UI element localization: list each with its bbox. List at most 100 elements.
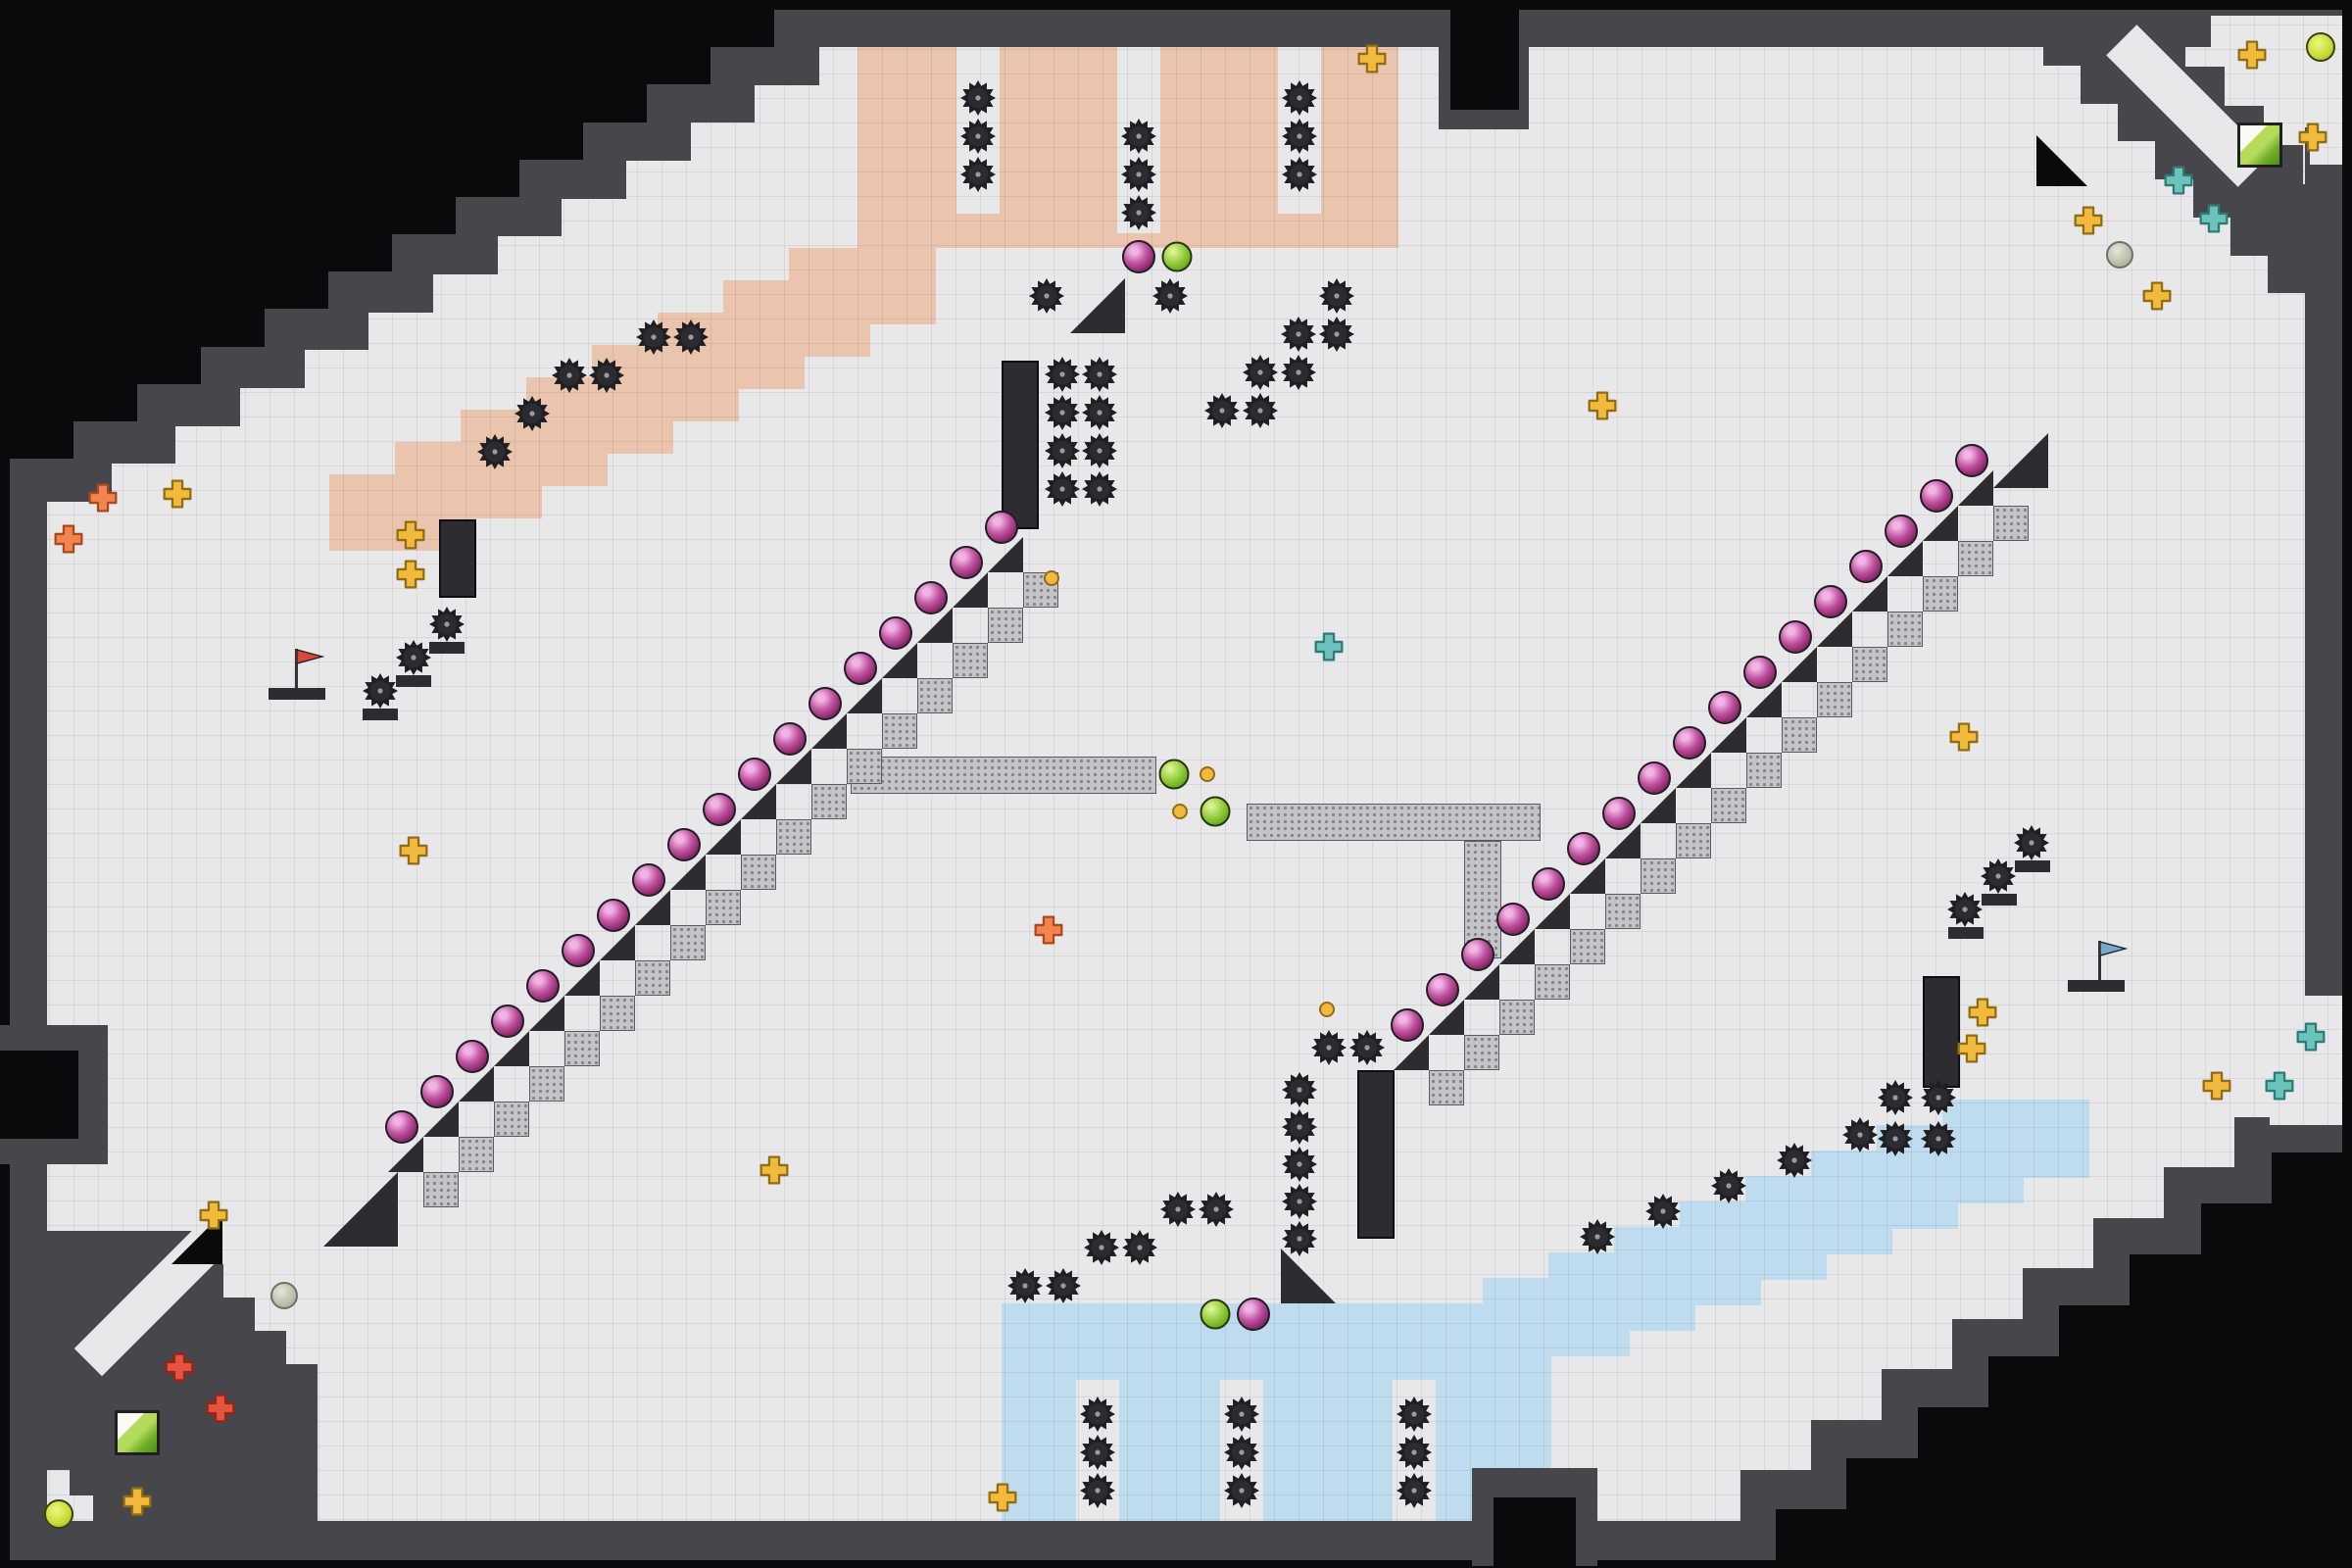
gear-enemy	[1282, 1221, 1317, 1256]
gear-enemy	[1282, 157, 1317, 192]
mine-orb	[738, 758, 771, 791]
yellow-dot-pickup	[1200, 766, 1215, 782]
gear-enemy	[514, 396, 550, 431]
orange-cross-pickup	[87, 482, 119, 514]
gold-cross-pickup	[1956, 1033, 1987, 1064]
gear-enemy	[1224, 1435, 1259, 1470]
mine-orb	[703, 793, 736, 826]
gear-enemy	[363, 673, 398, 709]
dither-block	[1499, 1000, 1535, 1035]
dither-block	[600, 996, 635, 1031]
dither-block	[1570, 929, 1605, 964]
yellow-dot-pickup	[1172, 804, 1188, 819]
gear-enemy	[1122, 1230, 1157, 1265]
gear-enemy	[1007, 1268, 1043, 1303]
yellow-dot-pickup	[1319, 1002, 1335, 1017]
mine-orb	[1743, 656, 1777, 689]
gear-enemy	[589, 358, 624, 393]
mine-orb	[491, 1004, 524, 1038]
dither-block	[776, 819, 811, 855]
gear-enemy	[1282, 1184, 1317, 1219]
gear-enemy	[1029, 278, 1064, 314]
dither-block	[1605, 894, 1641, 929]
mine-orb	[1122, 240, 1155, 273]
gray-orb	[270, 1282, 298, 1309]
gear-enemy	[1282, 1072, 1317, 1107]
gear-enemy	[1160, 1192, 1196, 1227]
orange-cross-pickup	[1033, 914, 1064, 946]
dither-block	[635, 960, 670, 996]
red-cross-pickup	[205, 1393, 236, 1424]
dither-block	[882, 713, 917, 749]
gear-enemy	[1711, 1168, 1746, 1203]
gear-enemy	[1281, 355, 1316, 390]
step-platform	[269, 688, 325, 700]
gear-enemy	[673, 319, 709, 355]
gear-enemy	[1282, 1147, 1317, 1182]
dither-block	[988, 608, 1023, 643]
gear-enemy	[1080, 1435, 1115, 1470]
wall-bar	[1002, 361, 1039, 529]
mine-orb	[1638, 761, 1671, 795]
step-platform	[429, 642, 465, 654]
gear-enemy	[1224, 1473, 1259, 1508]
wall-bar	[1357, 1070, 1395, 1239]
dither-block	[1464, 1035, 1499, 1070]
gear-enemy	[1082, 471, 1117, 507]
step-platform	[1982, 894, 2017, 906]
gold-cross-pickup	[122, 1486, 153, 1517]
gold-cross-pickup	[2073, 205, 2104, 236]
dither-block	[1746, 753, 1782, 788]
flag-icon	[296, 649, 325, 664]
dither-block	[953, 643, 988, 678]
gear-enemy	[1311, 1030, 1347, 1065]
dither-block	[1958, 541, 1993, 576]
mine-orb	[1426, 973, 1459, 1006]
dither-block	[564, 1031, 600, 1066]
gold-cross-pickup	[398, 835, 429, 866]
mine-orb	[1885, 514, 1918, 548]
black-notch	[1450, 0, 1519, 110]
dither-block	[1641, 858, 1676, 894]
gear-enemy	[1082, 433, 1117, 468]
gear-enemy	[1981, 858, 2016, 894]
mine-orb	[1673, 726, 1706, 760]
dither-block	[1676, 823, 1711, 858]
gear-enemy	[1080, 1473, 1115, 1508]
gold-cross-pickup	[395, 519, 426, 551]
exit-pad	[115, 1410, 160, 1455]
dither-block	[811, 784, 847, 819]
dither-block	[1429, 1070, 1464, 1105]
gear-enemy	[1921, 1080, 1956, 1115]
gear-enemy	[1282, 1109, 1317, 1145]
gear-enemy	[1396, 1396, 1432, 1432]
dither-block	[741, 855, 776, 890]
gear-enemy	[1396, 1473, 1432, 1508]
dither-block	[529, 1066, 564, 1102]
mine-orb	[844, 652, 877, 685]
green-orb	[1158, 759, 1190, 790]
gear-enemy	[1152, 278, 1188, 314]
mine-orb	[1920, 479, 1953, 513]
dither-block	[1782, 717, 1817, 753]
gear-enemy	[1947, 892, 1983, 927]
lime-orb	[2306, 32, 2335, 62]
gear-enemy	[1082, 395, 1117, 430]
gold-cross-pickup	[2297, 122, 2328, 153]
dither-block	[1993, 506, 2029, 541]
dither-block	[423, 1172, 459, 1207]
gear-enemy	[1045, 471, 1080, 507]
flag-pole	[2097, 941, 2101, 980]
gear-enemy	[960, 80, 996, 116]
gear-enemy	[1645, 1194, 1681, 1229]
flag-pole	[294, 649, 298, 688]
gold-cross-pickup	[1587, 390, 1618, 421]
mine-orb	[1237, 1298, 1270, 1331]
gear-enemy	[1319, 278, 1354, 314]
dither-block	[459, 1137, 494, 1172]
gear-enemy	[1243, 355, 1278, 390]
gold-cross-pickup	[2141, 280, 2173, 312]
gold-cross-pickup	[1356, 43, 1388, 74]
gear-enemy	[1282, 80, 1317, 116]
